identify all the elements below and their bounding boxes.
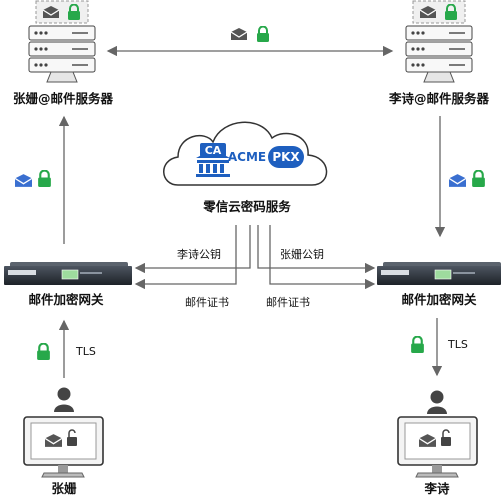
left-gateway-icon: [4, 262, 132, 285]
pkx-badge-icon: [268, 146, 304, 168]
right-side-lock-icon: [471, 170, 486, 187]
cloud-icon: [163, 121, 328, 186]
left-user-label: 张姗: [51, 481, 77, 496]
cert-left-line: [134, 225, 237, 290]
left-tls-lock-icon: [36, 343, 51, 360]
pkx-badge-text: PKX: [272, 150, 300, 164]
right-user-label: 李诗: [424, 481, 450, 496]
zhangshan-pubkey-line: [257, 225, 376, 274]
lisi-pubkey-label: 李诗公钥: [177, 248, 221, 261]
link-envelope-icon: [231, 28, 247, 40]
acme-badge-text: ACME: [227, 150, 267, 164]
right-gateway-label: 邮件加密网关: [401, 292, 477, 307]
ca-badge-icon: [196, 143, 230, 177]
cert-right-line: [269, 225, 376, 290]
left-monitor-icon: [23, 416, 104, 478]
zhangshan-pubkey-label: 张姗公钥: [280, 248, 324, 261]
cert-right-label: 邮件证书: [266, 296, 310, 309]
left-side-envelope-icon: [15, 174, 32, 187]
right-monitor-icon: [397, 416, 478, 478]
right-tls-label: TLS: [448, 338, 468, 351]
cloud-label: 零信云密码服务: [203, 199, 291, 214]
left-gateway-label: 邮件加密网关: [28, 292, 104, 307]
left-server-icon: [28, 0, 96, 83]
right-gateway-icon: [377, 262, 501, 285]
lisi-pubkey-line: [134, 225, 251, 274]
right-user-icon: [427, 390, 447, 414]
right-tls-lock-icon: [410, 336, 425, 353]
right-server-label: 李诗@邮件服务器: [388, 91, 490, 106]
left-user-icon: [54, 387, 74, 412]
link-lock-icon: [256, 26, 270, 42]
ca-badge-text: CA: [204, 144, 222, 157]
left-server-label: 张姗@邮件服务器: [12, 91, 114, 106]
right-server-icon: [405, 0, 473, 83]
left-tls-label: TLS: [76, 345, 96, 358]
left-side-lock-icon: [37, 170, 52, 187]
right-side-envelope-icon: [449, 174, 466, 187]
cert-left-label: 邮件证书: [185, 296, 229, 309]
